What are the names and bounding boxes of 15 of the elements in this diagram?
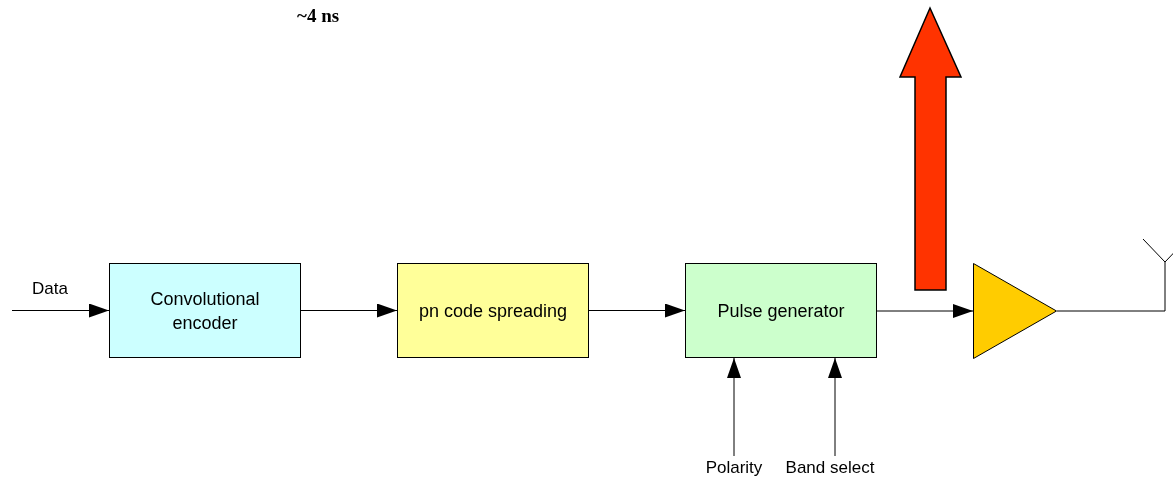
antenna-icon: [1140, 236, 1173, 264]
arrow: [11, 303, 110, 318]
amplifier-triangle: [973, 263, 1057, 359]
generator-box: [685, 263, 877, 358]
arrow: [588, 303, 686, 318]
duration-label: ~4 ns: [297, 4, 340, 28]
encoder-box: [109, 263, 301, 358]
arrow: [828, 357, 842, 457]
box-label: Pulse generator: [716, 299, 846, 323]
spreading-box: [397, 263, 589, 358]
arrow: [727, 357, 741, 457]
box-label: Convolutional encoder: [149, 287, 261, 335]
box-label: pn code spreading: [417, 299, 569, 323]
arrow: [300, 303, 398, 318]
arrow: [876, 304, 974, 318]
